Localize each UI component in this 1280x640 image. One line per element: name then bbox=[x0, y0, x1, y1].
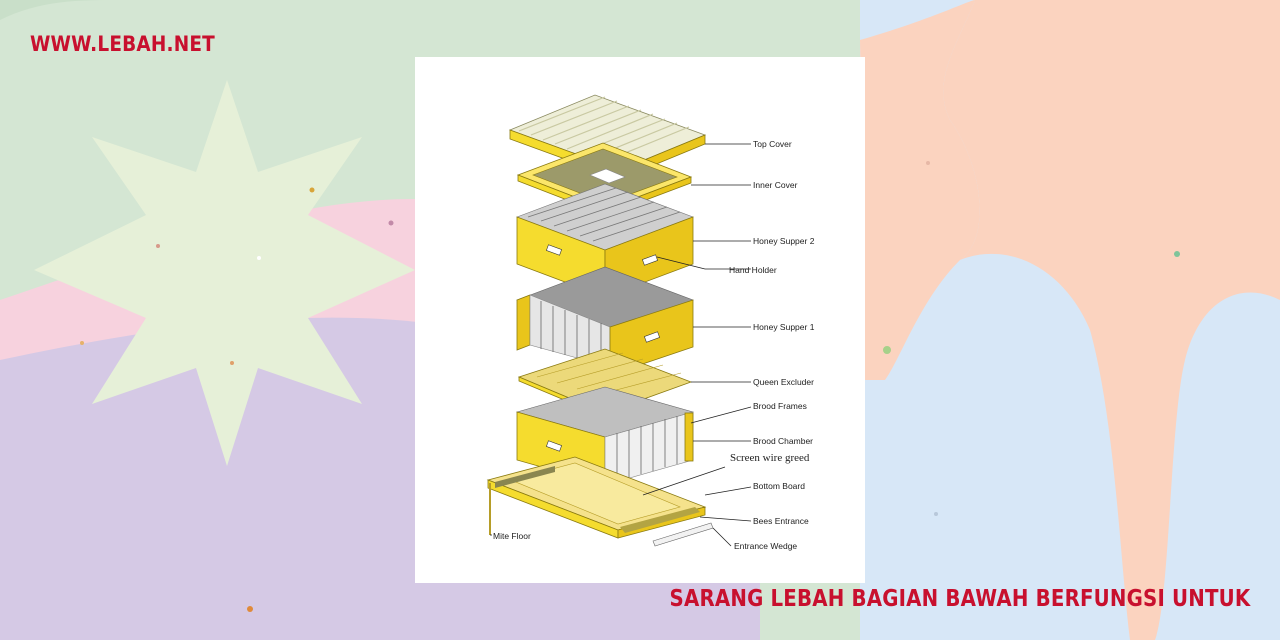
label-inner-cover: Inner Cover bbox=[753, 180, 798, 190]
label-honey-supper-1: Honey Supper 1 bbox=[753, 322, 815, 332]
label-hand-holder: Hand Holder bbox=[729, 265, 777, 275]
inner-cover-part bbox=[516, 142, 693, 216]
label-honey-supper-2: Honey Supper 2 bbox=[753, 236, 815, 246]
bottom-board-part bbox=[486, 456, 714, 547]
site-url[interactable]: WWW.LEBAH.NET bbox=[30, 32, 215, 56]
label-bottom-board: Bottom Board bbox=[753, 481, 805, 491]
label-brood-chamber: Brood Chamber bbox=[753, 436, 813, 446]
label-screen-wire: Screen wire greed bbox=[730, 452, 810, 464]
hive-diagram-panel: Top Cover Inner Cover Honey Supper 2 Han… bbox=[415, 57, 865, 583]
page-title: SARANG LEBAH BAGIAN BAWAH BERFUNGSI UNTU… bbox=[669, 586, 1250, 612]
label-brood-frames: Brood Frames bbox=[753, 401, 807, 411]
hive-diagram: Top Cover Inner Cover Honey Supper 2 Han… bbox=[486, 94, 815, 551]
label-mite-floor: Mite Floor bbox=[493, 531, 531, 541]
label-entrance-wedge: Entrance Wedge bbox=[734, 541, 797, 551]
sparkle-star-icon bbox=[34, 80, 415, 466]
label-bees-entrance: Bees Entrance bbox=[753, 516, 809, 526]
honey-supper-1-part bbox=[516, 266, 694, 376]
label-queen-excluder: Queen Excluder bbox=[753, 377, 814, 387]
label-top-cover: Top Cover bbox=[753, 139, 792, 149]
